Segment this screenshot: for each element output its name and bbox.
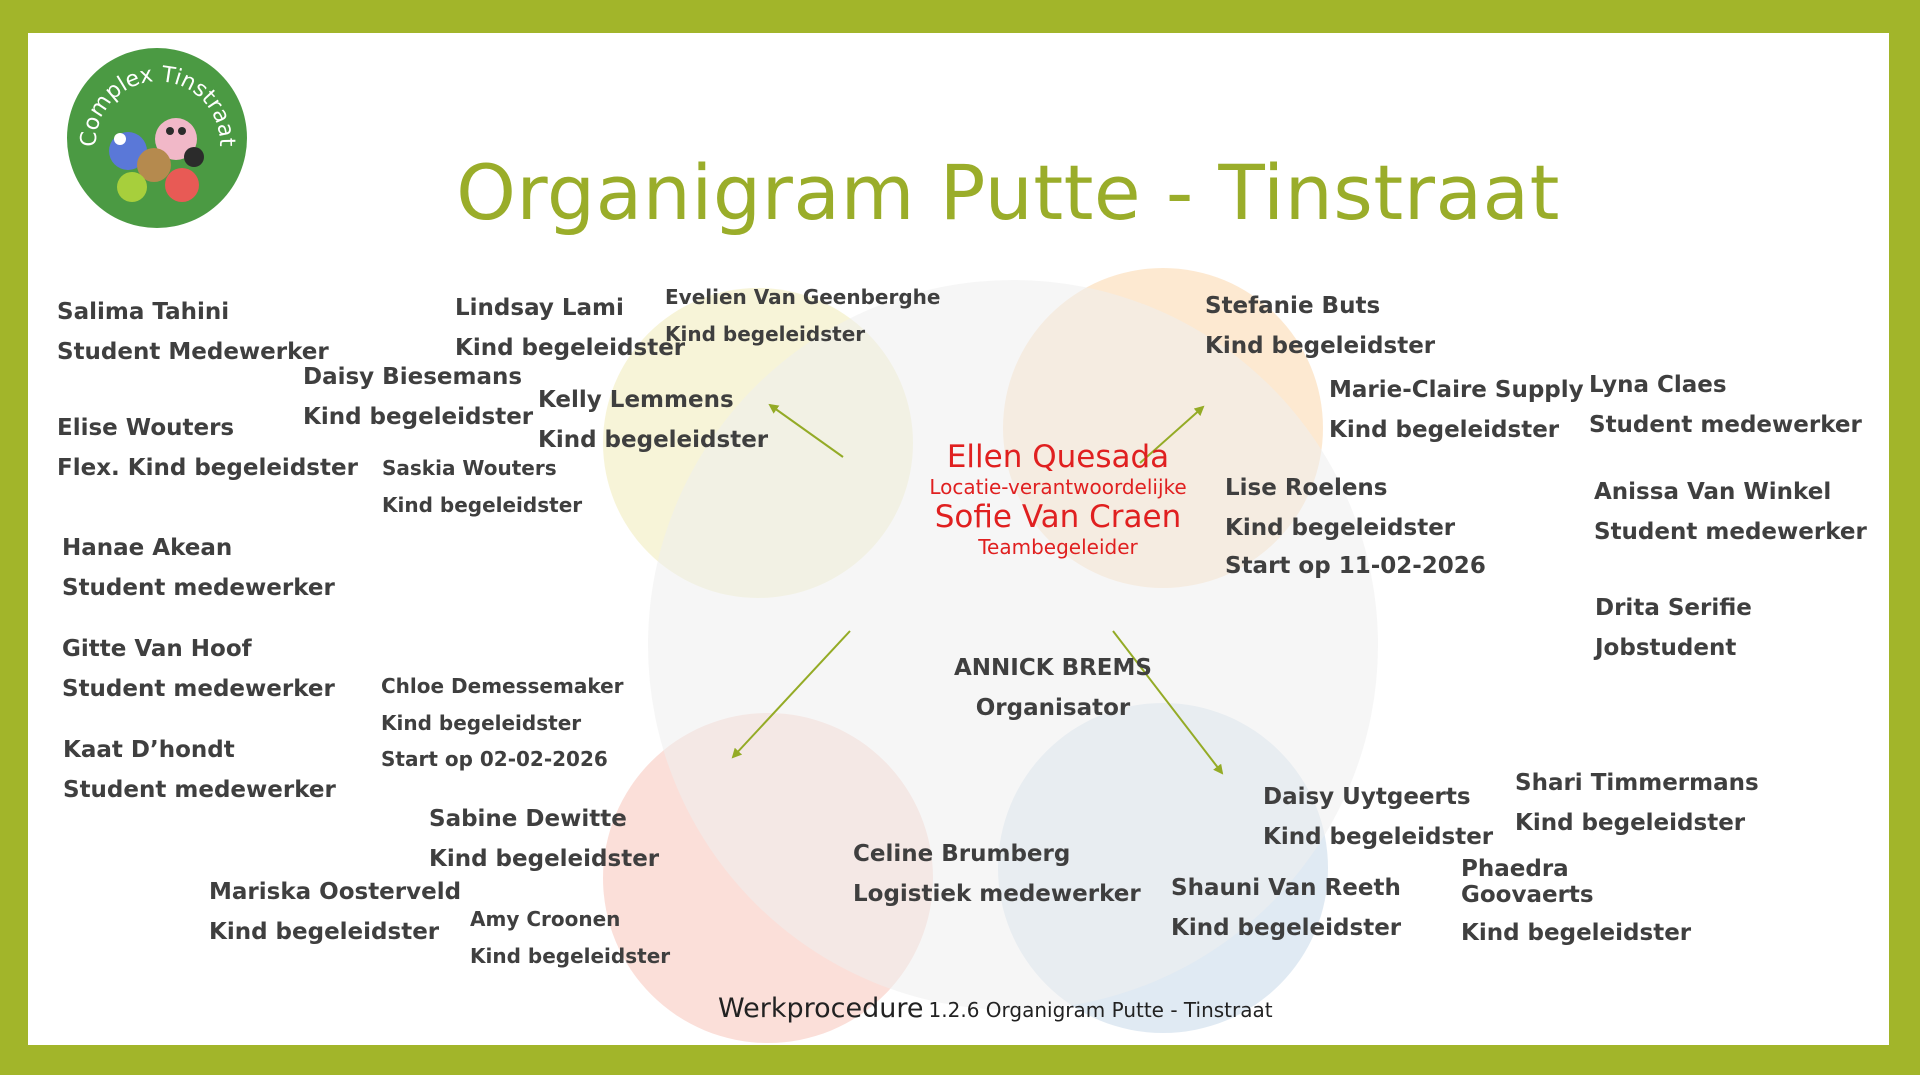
person-name: Lise Roelens <box>1225 475 1486 501</box>
person-role: Kind begeleidster <box>1205 333 1435 359</box>
person-role: Student medewerker <box>1589 412 1862 438</box>
person-role: Kind begeleidster <box>1225 515 1486 541</box>
footer-detail: 1.2.6 Organigram Putte - Tinstraat <box>929 998 1273 1022</box>
person-daisy-biesemans: Daisy Biesemans Kind begeleidster <box>303 364 533 430</box>
person-role: Kind begeleidster <box>455 335 685 361</box>
person-role: Kind begeleidster <box>429 846 659 872</box>
person-name: Shauni Van Reeth <box>1171 875 1401 901</box>
person-chloe: Chloe Demessemaker Kind begeleidster Sta… <box>381 674 624 771</box>
person-name: Marie-Claire Supply <box>1329 377 1584 403</box>
person-name: Daisy Biesemans <box>303 364 533 390</box>
person-name: Drita Serifie <box>1595 595 1752 621</box>
person-role: Kind begeleidster <box>1461 920 1621 946</box>
footer: Werkprocedure 1.2.6 Organigram Putte - T… <box>718 993 1273 1024</box>
person-anissa: Anissa Van Winkel Student medewerker <box>1594 479 1867 545</box>
person-mariska: Mariska Oosterveld Kind begeleidster <box>209 879 461 945</box>
person-daisy-uytgeerts: Daisy Uytgeerts Kind begeleidster <box>1263 784 1493 850</box>
person-name: Amy Croonen <box>470 907 670 931</box>
person-name: Lyna Claes <box>1589 372 1862 398</box>
person-shauni: Shauni Van Reeth Kind begeleidster <box>1171 875 1401 941</box>
person-lyna: Lyna Claes Student medewerker <box>1589 372 1862 438</box>
team-leader-role: Teambegeleider <box>883 535 1233 559</box>
person-role: Student medewerker <box>1594 519 1867 545</box>
person-role: Kind begeleidster <box>209 919 461 945</box>
person-name: Hanae Akean <box>62 535 335 561</box>
slide: Complex Tinstraat Organigram Putte - Tin… <box>28 33 1889 1045</box>
person-role: Student medewerker <box>62 575 335 601</box>
person-name: Evelien Van Geenberghe <box>665 285 940 309</box>
person-phaedra: Phaedra Goovaerts Kind begeleidster <box>1461 856 1621 946</box>
person-role: Kind begeleidster <box>1263 824 1493 850</box>
person-role: Kind begeleidster <box>382 493 582 517</box>
person-role: Kind begeleidster <box>381 711 624 735</box>
team-leader-name: Sofie Van Craen <box>883 499 1233 535</box>
person-role: Kind begeleidster <box>538 427 768 453</box>
person-role: Kind begeleidster <box>665 322 940 346</box>
person-gitte: Gitte Van Hoof Student medewerker <box>62 636 335 702</box>
person-role: Logistiek medewerker <box>853 881 1141 907</box>
person-name: Shari Timmermans <box>1515 770 1759 796</box>
person-name: Celine Brumberg <box>853 841 1141 867</box>
complex-tinstraat-logo: Complex Tinstraat <box>66 47 248 229</box>
person-role: Student medewerker <box>62 676 335 702</box>
person-celine: Celine Brumberg Logistiek medewerker <box>853 841 1141 907</box>
person-name: Daisy Uytgeerts <box>1263 784 1493 810</box>
person-kaat: Kaat D’hondt Student medewerker <box>63 737 336 803</box>
person-marie-claire: Marie-Claire Supply Kind begeleidster <box>1329 377 1584 443</box>
person-name: Lindsay Lami <box>455 295 685 321</box>
person-role: Kind begeleidster <box>303 404 533 430</box>
organizer-name: ANNICK BREMS <box>888 655 1218 681</box>
person-salima: Salima Tahini Student Medewerker <box>57 299 329 365</box>
person-role: Kind begeleidster <box>1515 810 1759 836</box>
person-role: Kind begeleidster <box>1171 915 1401 941</box>
person-kelly: Kelly Lemmens Kind begeleidster <box>538 387 768 453</box>
page-title: Organigram Putte - Tinstraat <box>428 148 1588 237</box>
person-name: Kaat D’hondt <box>63 737 336 763</box>
person-drita: Drita Serifie Jobstudent <box>1595 595 1752 661</box>
person-amy: Amy Croonen Kind begeleidster <box>470 907 670 968</box>
person-name: Gitte Van Hoof <box>62 636 335 662</box>
person-saskia: Saskia Wouters Kind begeleidster <box>382 456 582 517</box>
manager-role: Locatie-verantwoordelijke <box>883 475 1233 499</box>
person-lise: Lise Roelens Kind begeleidster Start op … <box>1225 475 1486 579</box>
person-name: Chloe Demessemaker <box>381 674 624 698</box>
person-name: Mariska Oosterveld <box>209 879 461 905</box>
person-hanae: Hanae Akean Student medewerker <box>62 535 335 601</box>
person-role: Kind begeleidster <box>470 944 670 968</box>
person-start-date: Start op 11-02-2026 <box>1225 553 1486 579</box>
footer-main: Werkprocedure <box>718 993 923 1024</box>
organizer-role: Organisator <box>888 695 1218 721</box>
person-name: Phaedra Goovaerts <box>1461 856 1621 908</box>
person-name: Anissa Van Winkel <box>1594 479 1867 505</box>
person-role: Flex. Kind begeleidster <box>57 455 358 481</box>
person-shari: Shari Timmermans Kind begeleidster <box>1515 770 1759 836</box>
person-lindsay: Lindsay Lami Kind begeleidster <box>455 295 685 361</box>
person-start-date: Start op 02-02-2026 <box>381 747 624 771</box>
person-role: Student Medewerker <box>57 339 329 365</box>
person-name: Kelly Lemmens <box>538 387 768 413</box>
person-name: Saskia Wouters <box>382 456 582 480</box>
person-name: Sabine Dewitte <box>429 806 659 832</box>
person-role: Kind begeleidster <box>1329 417 1584 443</box>
person-role: Student medewerker <box>63 777 336 803</box>
organizer-block: ANNICK BREMS Organisator <box>888 655 1218 721</box>
center-leadership: Ellen Quesada Locatie-verantwoordelijke … <box>883 439 1233 559</box>
person-role: Jobstudent <box>1595 635 1752 661</box>
manager-name: Ellen Quesada <box>883 439 1233 475</box>
person-sabine: Sabine Dewitte Kind begeleidster <box>429 806 659 872</box>
person-evelien: Evelien Van Geenberghe Kind begeleidster <box>665 285 940 346</box>
person-stefanie: Stefanie Buts Kind begeleidster <box>1205 293 1435 359</box>
person-name: Salima Tahini <box>57 299 329 325</box>
person-name: Stefanie Buts <box>1205 293 1435 319</box>
